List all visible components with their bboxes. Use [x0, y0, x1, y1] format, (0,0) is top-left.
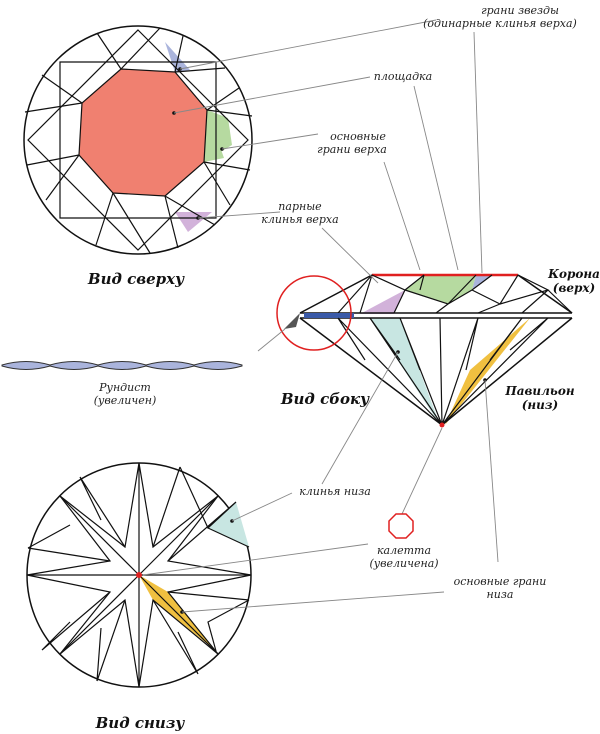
culet-label-line1: калетта — [377, 544, 431, 557]
upper-girdle-facet-side — [360, 290, 405, 314]
upper-girdle-label-line1: парные — [278, 200, 322, 213]
pavilion-mains-label-line2: низа — [487, 588, 514, 601]
magnifier-circle — [276, 275, 352, 351]
lower-girdle-label: клинья низа — [299, 485, 371, 498]
culet-label-line2: (увеличена) — [369, 557, 438, 570]
main-crown-label-line1: основные — [330, 130, 386, 143]
upper-girdle-facet — [175, 212, 212, 232]
lower-girdle-facet-bottom — [208, 502, 249, 547]
table-label: площадка — [374, 70, 432, 83]
side-view-title: Вид сбоку — [280, 390, 370, 408]
pavilion-label-line2: (низ) — [522, 398, 559, 412]
culet-point — [439, 422, 445, 428]
girdle-enlarged-shape — [1, 361, 243, 370]
star-facets-label-line2: (одинарные клинья верха) — [423, 17, 577, 30]
girdle-label-line2: (увеличен) — [94, 394, 157, 407]
side-view-diagram — [276, 273, 573, 428]
pavilion-mains-label-line1: основные грани — [454, 575, 547, 588]
main-crown-label-line2: грани верха — [317, 143, 387, 156]
star-facets-label-line1: грани звезды — [481, 4, 559, 17]
pavilion-label-line1: Павильон — [504, 384, 574, 398]
top-view-diagram — [23, 25, 253, 255]
upper-girdle-label-line2: клинья верха — [261, 213, 338, 226]
bottom-view-title: Вид снизу — [95, 714, 186, 732]
crown-label-line1: Корона — [547, 267, 600, 281]
culet-dot — [136, 572, 142, 578]
top-view-title: Вид сверху — [87, 270, 185, 288]
main-crown-facet-side — [405, 275, 476, 304]
pavilion-main-facet-side — [445, 318, 530, 425]
star-facet — [165, 42, 190, 72]
bottom-view-diagram — [26, 462, 252, 688]
table-facet — [79, 69, 207, 196]
culet-enlarged-icon — [388, 513, 414, 539]
girdle-label-line1: Рундист — [98, 381, 151, 394]
main-crown-facet-fill — [204, 110, 232, 162]
crown-label-line2: (верх) — [553, 281, 595, 295]
